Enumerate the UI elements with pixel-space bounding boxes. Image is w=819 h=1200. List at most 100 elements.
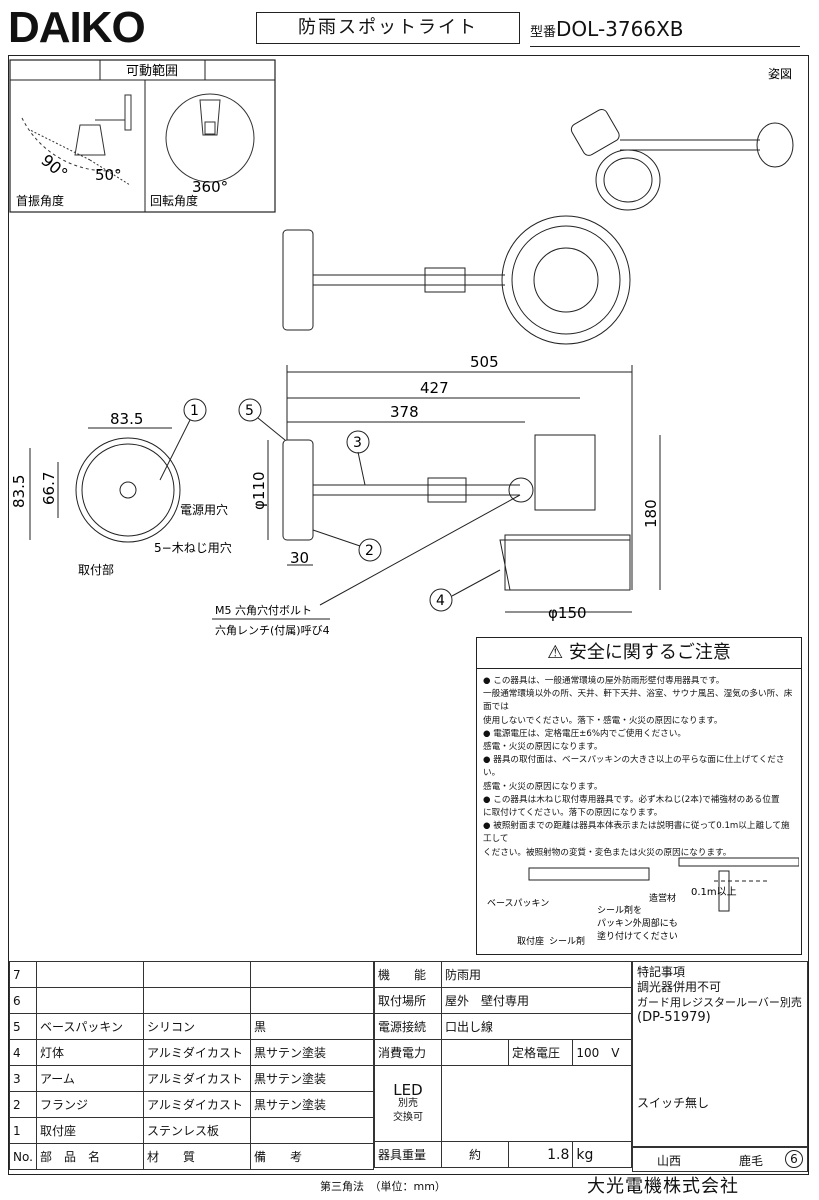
spec-led-sub2: 交換可 <box>393 1111 423 1123</box>
spec-function-value: 防雨用 <box>441 961 632 988</box>
notes-title: 特記事項 <box>637 965 686 979</box>
rotate-angle-360: 360° <box>192 178 228 196</box>
revision-number: 6 <box>785 1150 803 1168</box>
part-material <box>143 987 251 1014</box>
dim-66-7: 66.7 <box>40 472 58 505</box>
part-no: 2 <box>9 1091 37 1118</box>
part-material: アルミダイカスト <box>143 1065 251 1092</box>
fig-seal-note-1: シール剤を <box>597 904 642 916</box>
dim-83-5-height: 83.5 <box>10 475 28 508</box>
spec-power-label: 電源接続 <box>374 1013 442 1040</box>
part-material: アルミダイカスト <box>143 1091 251 1118</box>
part-material: ステンレス板 <box>143 1117 251 1144</box>
part-name: 取付座 <box>36 1117 144 1144</box>
part-no: 6 <box>9 987 37 1014</box>
model-value: DOL-3766XB <box>556 17 684 41</box>
callout-5: 5 <box>245 403 254 419</box>
safety-notice: ⚠ 安全に関するご注意 ● この器具は、一般通常環境の屋外防雨形壁付専用器具です… <box>476 637 802 955</box>
header-material: 材 質 <box>143 1143 251 1170</box>
screw-hole-label: 5−木ねじ用穴 <box>154 540 232 555</box>
header-no: No. <box>9 1143 37 1170</box>
part-material: アルミダイカスト <box>143 1039 251 1066</box>
part-note: 黒サテン塗装 <box>250 1091 374 1118</box>
safety-line: ● この器具は木ねじ取付専用器具です。必ず木ねじ(2本)で補強材のある位置 <box>483 794 780 805</box>
fig-base-packing: ベースパッキン <box>487 898 549 909</box>
part-no: 7 <box>9 961 37 988</box>
part-name: フランジ <box>36 1091 144 1118</box>
fig-sealant: シール剤 <box>549 935 585 947</box>
safety-line: ● 電源電圧は、定格電圧±6%内でご使用ください。 <box>483 728 686 739</box>
header-note: 備 考 <box>250 1143 374 1170</box>
part-material <box>143 961 251 988</box>
drafter-2: 鹿毛 <box>739 1154 764 1168</box>
callout-4: 4 <box>436 593 445 609</box>
product-name-box: 防雨スポットライト <box>256 12 520 44</box>
notes-switch: スイッチ無し <box>637 1096 710 1110</box>
safety-line: 一般通常環境以外の所、天井、軒下天井、浴室、サウナ風呂、湿気の多い所、床面では <box>483 689 793 713</box>
notes-line: 調光器併用不可 <box>637 980 722 994</box>
spec-weight-label: 器具重量 <box>374 1141 442 1168</box>
spec-weight-approx: 約 <box>441 1141 509 1168</box>
safety-body: ● この器具は、一般通常環境の屋外防雨形壁付専用器具です。 一般通常環境以外の所… <box>477 669 801 866</box>
spec-rated-voltage-label: 定格電圧 <box>507 1039 574 1066</box>
part-name: アーム <box>36 1065 144 1092</box>
fig-distance: 0.1m以上 <box>691 886 737 898</box>
model-number: 型番DOL-3766XB <box>530 16 800 47</box>
product-name: 防雨スポットライト <box>298 17 478 38</box>
part-name <box>36 987 144 1014</box>
dim-phi-110: φ110 <box>250 471 268 510</box>
movable-range-box <box>9 59 276 213</box>
spec-weight-value: 1.8 <box>507 1141 574 1168</box>
dim-378: 378 <box>390 403 419 421</box>
daiko-logo: DAIKO <box>8 3 146 52</box>
spec-weight-unit: kg <box>572 1141 632 1168</box>
top-view <box>282 215 631 345</box>
notes-line: (DP-51979) <box>637 1010 711 1025</box>
fig-structure: 造営材 <box>649 892 676 904</box>
company-name: 大光電機株式会社 <box>587 1176 739 1197</box>
safety-line: に取付けてください。落下の原因になります。 <box>483 808 663 819</box>
safety-line: ● この器具は、一般通常環境の屋外防雨形壁付専用器具です。 <box>483 676 725 686</box>
power-hole-label: 電源用穴 <box>180 502 228 517</box>
part-name: ベースパッキン <box>36 1013 144 1040</box>
part-material: シリコン <box>143 1013 251 1040</box>
perspective-view <box>570 108 794 211</box>
part-note: 黒 <box>250 1013 374 1040</box>
model-label: 型番 <box>530 25 557 40</box>
part-name: 灯体 <box>36 1039 144 1066</box>
callout-3: 3 <box>353 435 362 451</box>
part-note: 黒サテン塗装 <box>250 1065 374 1092</box>
header-name: 部 品 名 <box>36 1143 144 1170</box>
spec-power-value: 口出し線 <box>441 1013 632 1040</box>
drafter-row: 山西 鹿毛 6 <box>632 1147 808 1172</box>
rotate-label: 回転角度 <box>150 193 198 208</box>
spec-install-label: 取付場所 <box>374 987 442 1014</box>
part-no: 5 <box>9 1013 37 1040</box>
part-no: 3 <box>9 1065 37 1092</box>
safety-line: ください。被照射物の変質・変色または火災の原因になります。 <box>483 847 732 858</box>
callout-1: 1 <box>190 403 199 419</box>
part-note <box>250 987 374 1014</box>
table-row: 6 <box>9 987 374 1014</box>
technical-drawing: 可動範囲 90° 50° 360° 首振角度 回転角度 姿図 <box>9 59 794 637</box>
dim-83-5-width: 83.5 <box>110 410 143 428</box>
part-note: 黒サテン塗装 <box>250 1039 374 1066</box>
spec-led-label: LED <box>393 1080 423 1099</box>
perspective-label: 姿図 <box>768 67 792 81</box>
drafter-1: 山西 <box>657 1154 682 1168</box>
fig-mount: 取付座 <box>517 935 544 947</box>
safety-title: ⚠ 安全に関するご注意 <box>477 638 801 669</box>
dim-30: 30 <box>290 549 309 567</box>
safety-line: 感電・火災の原因になります。 <box>483 781 603 792</box>
dim-505: 505 <box>470 353 499 371</box>
table-row: 7 <box>9 961 374 988</box>
part-name <box>36 961 144 988</box>
installation-figure: ベースパッキン 取付座 シール剤 シール剤を パッキン外周部にも 塗り付けてくだ… <box>487 857 799 947</box>
spec-install-value: 屋外 壁付専用 <box>441 987 632 1014</box>
tilt-angle-50: 50° <box>95 166 122 184</box>
